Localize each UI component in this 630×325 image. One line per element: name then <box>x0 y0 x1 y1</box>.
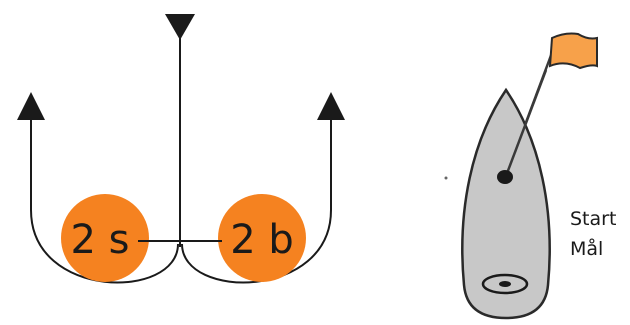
buoy-left-label: 2 s <box>70 217 129 263</box>
committee-boat <box>461 32 598 320</box>
start-label: Start <box>570 208 616 230</box>
cockpit <box>481 273 529 295</box>
buoy-left <box>61 194 149 282</box>
stray-dot <box>444 176 448 180</box>
finish-label: Mål <box>570 237 603 260</box>
down-arrow-icon <box>165 14 195 40</box>
boat-hull <box>461 87 551 320</box>
flag-icon <box>548 32 598 70</box>
up-arrow-icon <box>317 92 345 120</box>
buoy-right-label: 2 b <box>230 217 294 263</box>
center-line <box>165 14 195 247</box>
up-arrow-icon <box>17 92 45 120</box>
mast-base <box>497 170 513 184</box>
buoy-right <box>218 194 306 282</box>
